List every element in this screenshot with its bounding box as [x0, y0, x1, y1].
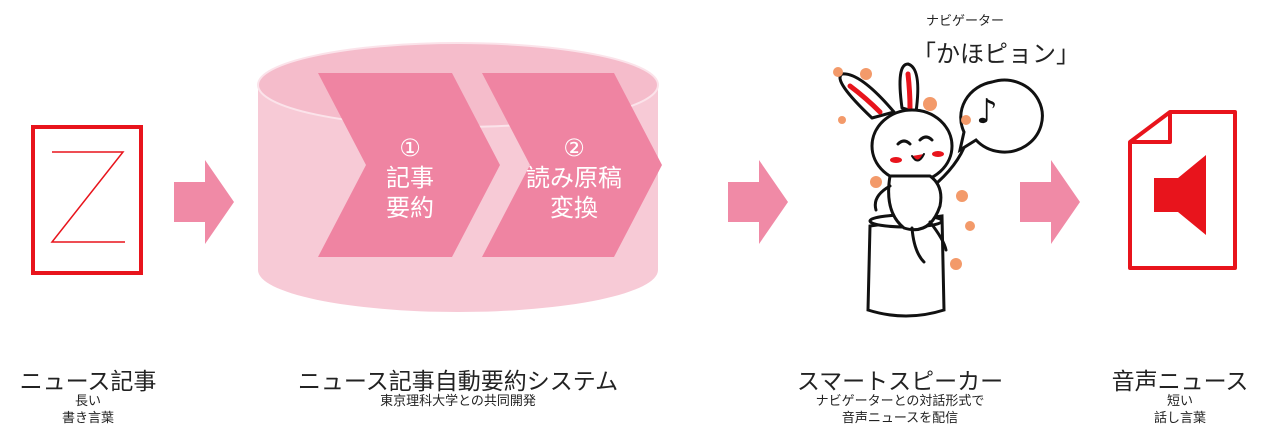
- step-2-line1: 読み原稿: [526, 164, 622, 192]
- audio-title: 音声ニュース: [1111, 369, 1249, 395]
- system-line1: 東京理科大学との共同開発: [380, 394, 536, 409]
- audio-line2: 話し言葉: [1153, 411, 1206, 426]
- audio-subtitle: 短い 話し言葉: [1100, 393, 1260, 427]
- rabbit-mascot-icon: [838, 62, 970, 264]
- smart-speaker-icon: [866, 213, 946, 318]
- step-1-label: ① 記事 要約: [355, 133, 465, 223]
- navigator-label: ナビゲーター: [925, 14, 1004, 29]
- system-subtitle: 東京理科大学との共同開発: [268, 393, 648, 410]
- article-line1: 長い: [74, 394, 101, 409]
- speaker-title: スマートスピーカー: [796, 369, 1004, 395]
- chevron-step-2: [482, 73, 662, 257]
- audio-line1: 短い: [1166, 394, 1193, 409]
- flower-decorations: [833, 67, 975, 270]
- system-title: ニュース記事自動要約システム: [297, 369, 619, 395]
- speaker-line2: 音声ニュースを配信: [841, 411, 959, 426]
- flow-arrow-2: [728, 160, 788, 244]
- music-note-icon: ♪: [976, 92, 998, 132]
- article-title: ニュース記事: [19, 369, 157, 395]
- step-1-line1: 記事: [386, 164, 434, 192]
- speech-bubble: [957, 78, 1044, 154]
- chevron-step-1: [318, 73, 500, 257]
- article-subtitle: 長い 書き言葉: [8, 393, 168, 427]
- flow-arrow-3: [1020, 160, 1080, 244]
- speaker-file-icon: [1128, 110, 1237, 270]
- speaker-line1: ナビゲーターとの対話形式で: [815, 394, 985, 409]
- document-icon: [31, 125, 143, 275]
- step-2-number: ②: [563, 134, 585, 162]
- flow-arrow-1: [174, 160, 234, 244]
- step-2-label: ② 読み原稿 変換: [508, 133, 640, 223]
- step-2-line2: 変換: [550, 194, 598, 222]
- step-1-line2: 要約: [386, 194, 434, 222]
- step-1-number: ①: [399, 134, 421, 162]
- navigator-name: 「かほピョン」: [912, 40, 1080, 68]
- speaker-subtitle: ナビゲーターとの対話形式で 音声ニュースを配信: [790, 393, 1010, 427]
- article-line2: 書き言葉: [61, 411, 114, 426]
